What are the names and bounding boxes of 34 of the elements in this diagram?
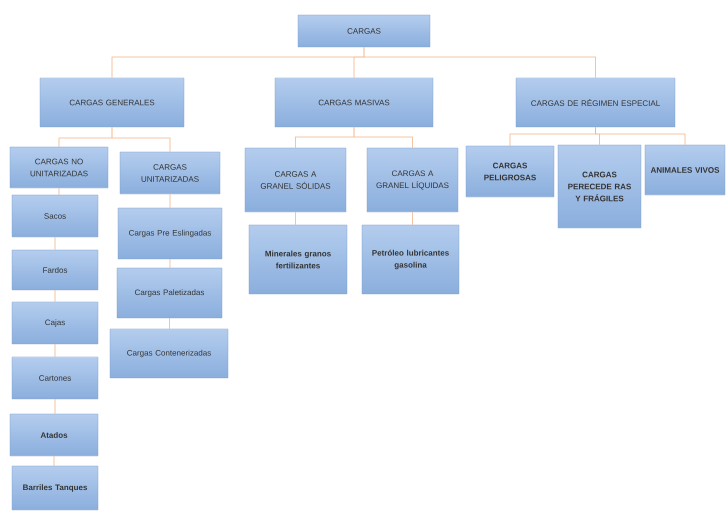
category-box: Cajas: [12, 302, 98, 344]
category-box: CARGAS A GRANEL LÍQUIDAS: [366, 148, 458, 212]
category-box: Cartones: [12, 356, 98, 400]
category-box: Fardos: [12, 250, 98, 290]
category-box: Cargas Contenerizadas: [110, 328, 228, 378]
connector-line: [595, 126, 686, 146]
connector-line: [412, 212, 413, 226]
category-box: Barriles Tanques: [12, 466, 98, 510]
connector-line: [58, 188, 60, 196]
category-box: Sacos: [12, 194, 98, 238]
category-box: CARGAS PELIGROSAS: [466, 146, 554, 198]
category-box: Minerales granos fertilizantes: [248, 224, 348, 294]
category-box: ANIMALES VIVOS: [644, 144, 726, 196]
connector-line: [54, 344, 56, 358]
category-box: Petróleo lubricantes gasolina: [362, 224, 460, 294]
connector-line: [295, 212, 296, 226]
connector-line: [54, 290, 56, 302]
category-box: CARGAS GENERALES: [40, 78, 184, 128]
connector-line: [354, 126, 413, 148]
category-box: CARGAS A GRANEL SÓLIDAS: [244, 148, 346, 212]
category-box: CARGAS NO UNITARIZADAS: [10, 146, 108, 188]
category-box: CARGAS UNITARIZADAS: [120, 152, 220, 194]
category-box: CARGAS: [298, 14, 430, 48]
category-box: CARGAS PERECEDE RAS Y FRÁGILES: [558, 144, 642, 228]
category-box: Cargas Pre Eslingadas: [118, 208, 222, 260]
connector-line: [54, 236, 56, 250]
category-box: Cargas Paletizadas: [116, 268, 222, 318]
connector-line: [54, 398, 56, 414]
category-box: Atados: [10, 414, 98, 456]
category-box: CARGAS DE RÉGIMEN ESPECIAL: [516, 78, 676, 128]
connector-line: [364, 46, 596, 78]
connector-line: [169, 318, 170, 330]
category-box: CARGAS MASIVAS: [274, 78, 434, 128]
connector-line: [112, 126, 170, 152]
